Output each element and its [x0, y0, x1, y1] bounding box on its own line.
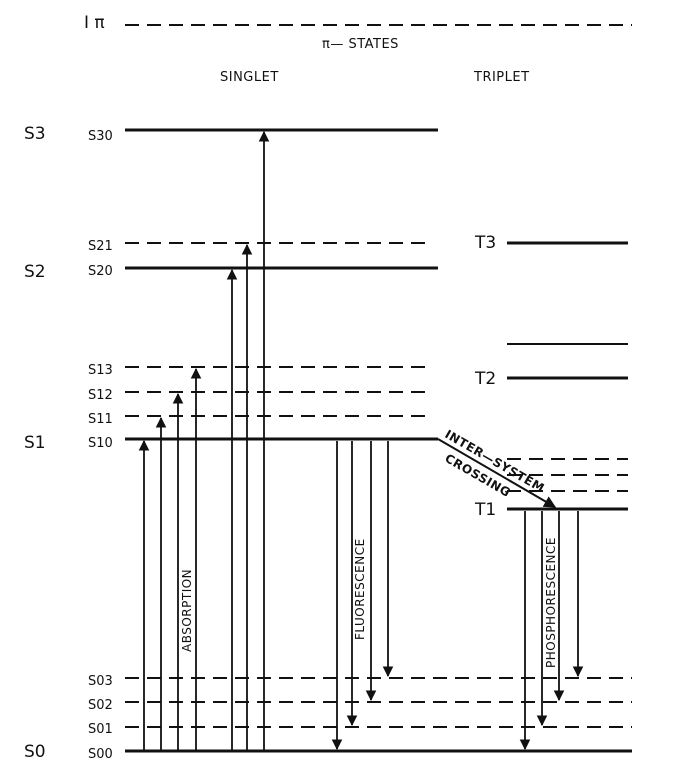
vib-label-s03: S03: [88, 674, 113, 689]
ionization-label: I π: [84, 13, 105, 33]
vib-label-s01: S01: [88, 722, 113, 737]
vib-label-s13: S13: [88, 363, 113, 378]
state-label-s0: S0: [24, 742, 46, 762]
absorption-label: ABSORPTION: [180, 568, 194, 652]
state-label-s3: S3: [24, 124, 46, 144]
fluorescence-label: FLUORESCENCE: [353, 538, 367, 640]
vib-label-s11: S11: [88, 412, 113, 427]
vib-label-s12: S12: [88, 388, 113, 403]
state-label-s2: S2: [24, 262, 46, 282]
pi-states-heading: π— STATES: [322, 37, 399, 52]
triplet-label-t1: T1: [475, 500, 497, 520]
vib-label-s21: S21: [88, 239, 113, 254]
vib-label-s30: S30: [88, 129, 113, 144]
triplet-label-t2: T2: [475, 369, 497, 389]
state-label-s1: S1: [24, 433, 46, 453]
vib-label-s10: S10: [88, 436, 113, 451]
isc-arrow: [437, 438, 557, 508]
singlet-heading: SINGLET: [220, 70, 279, 85]
vib-label-s20: S20: [88, 264, 113, 279]
vib-label-s00: S00: [88, 747, 113, 762]
phosphorescence-label: PHOSPHORESCENCE: [544, 537, 558, 668]
vib-label-s02: S02: [88, 698, 113, 713]
triplet-heading: TRIPLET: [474, 70, 530, 85]
triplet-label-t3: T3: [475, 233, 497, 253]
